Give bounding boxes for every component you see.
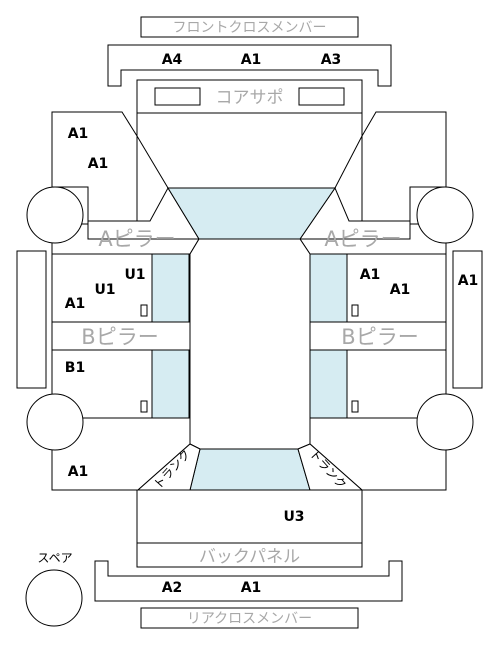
right-rear-window[interactable] bbox=[309, 349, 348, 419]
rear-window[interactable] bbox=[189, 448, 311, 491]
front-cross-member-label: フロントクロスメンバー bbox=[173, 20, 327, 36]
front-cross-member-bracket[interactable] bbox=[107, 44, 392, 87]
b-pillar-left-label: Bピラー bbox=[81, 325, 158, 349]
a-pillar-left-label: Aピラー bbox=[98, 227, 175, 251]
rear-left-wheel[interactable] bbox=[26, 393, 84, 451]
damage-code: A4 bbox=[162, 52, 183, 68]
left-rear-window[interactable] bbox=[151, 349, 190, 419]
front-left-wheel[interactable] bbox=[26, 186, 84, 244]
right-front-door-handle bbox=[351, 304, 359, 317]
damage-code: U3 bbox=[283, 509, 304, 525]
a-pillar-right-label: Aピラー bbox=[324, 227, 401, 251]
left-side-sill[interactable] bbox=[16, 250, 47, 389]
damage-code: U1 bbox=[124, 267, 145, 283]
right-rear-door-handle bbox=[351, 400, 359, 413]
front-right-fender[interactable] bbox=[361, 111, 447, 222]
b-pillar-left-panel[interactable] bbox=[51, 321, 191, 351]
right-side-sill[interactable] bbox=[452, 250, 483, 389]
damage-code: B1 bbox=[65, 360, 85, 376]
damage-code: A3 bbox=[321, 52, 342, 68]
damage-code: A1 bbox=[88, 156, 109, 172]
left-front-window[interactable] bbox=[151, 253, 190, 323]
rear-cross-member-bracket[interactable] bbox=[94, 560, 403, 602]
rear-right-wheel[interactable] bbox=[416, 393, 474, 451]
front-cross-member-box[interactable] bbox=[140, 16, 359, 38]
left-front-door-handle bbox=[140, 304, 148, 317]
right-front-window[interactable] bbox=[309, 253, 348, 323]
core-support-left-slot bbox=[154, 87, 201, 106]
rear-cross-member-label: リアクロスメンバー bbox=[187, 611, 312, 627]
core-support-right-slot bbox=[298, 87, 345, 106]
roof-panel[interactable] bbox=[189, 238, 311, 450]
spare-label: スペア bbox=[37, 551, 72, 565]
hood-panel[interactable] bbox=[136, 112, 363, 189]
damage-code: A1 bbox=[241, 52, 262, 68]
spare-tire[interactable] bbox=[25, 569, 83, 627]
damage-code: A2 bbox=[162, 580, 183, 596]
damage-code: A1 bbox=[360, 267, 381, 283]
front-right-wheel[interactable] bbox=[416, 186, 474, 244]
damage-code: A1 bbox=[68, 464, 89, 480]
damage-code: A1 bbox=[390, 282, 411, 298]
damage-code: A1 bbox=[68, 126, 89, 142]
rear-cross-member-box[interactable] bbox=[140, 607, 359, 629]
core-support-label: コアサポ bbox=[216, 88, 284, 108]
b-pillar-right-label: Bピラー bbox=[341, 325, 418, 349]
damage-code: A1 bbox=[65, 296, 86, 312]
back-panel-label: バックパネル bbox=[199, 547, 300, 567]
trunk-lid[interactable] bbox=[136, 489, 363, 544]
damage-code: U1 bbox=[94, 282, 115, 298]
damage-code: A1 bbox=[241, 580, 262, 596]
damage-code: A1 bbox=[458, 273, 479, 289]
back-panel[interactable] bbox=[136, 542, 363, 568]
left-rear-door-handle bbox=[140, 400, 148, 413]
